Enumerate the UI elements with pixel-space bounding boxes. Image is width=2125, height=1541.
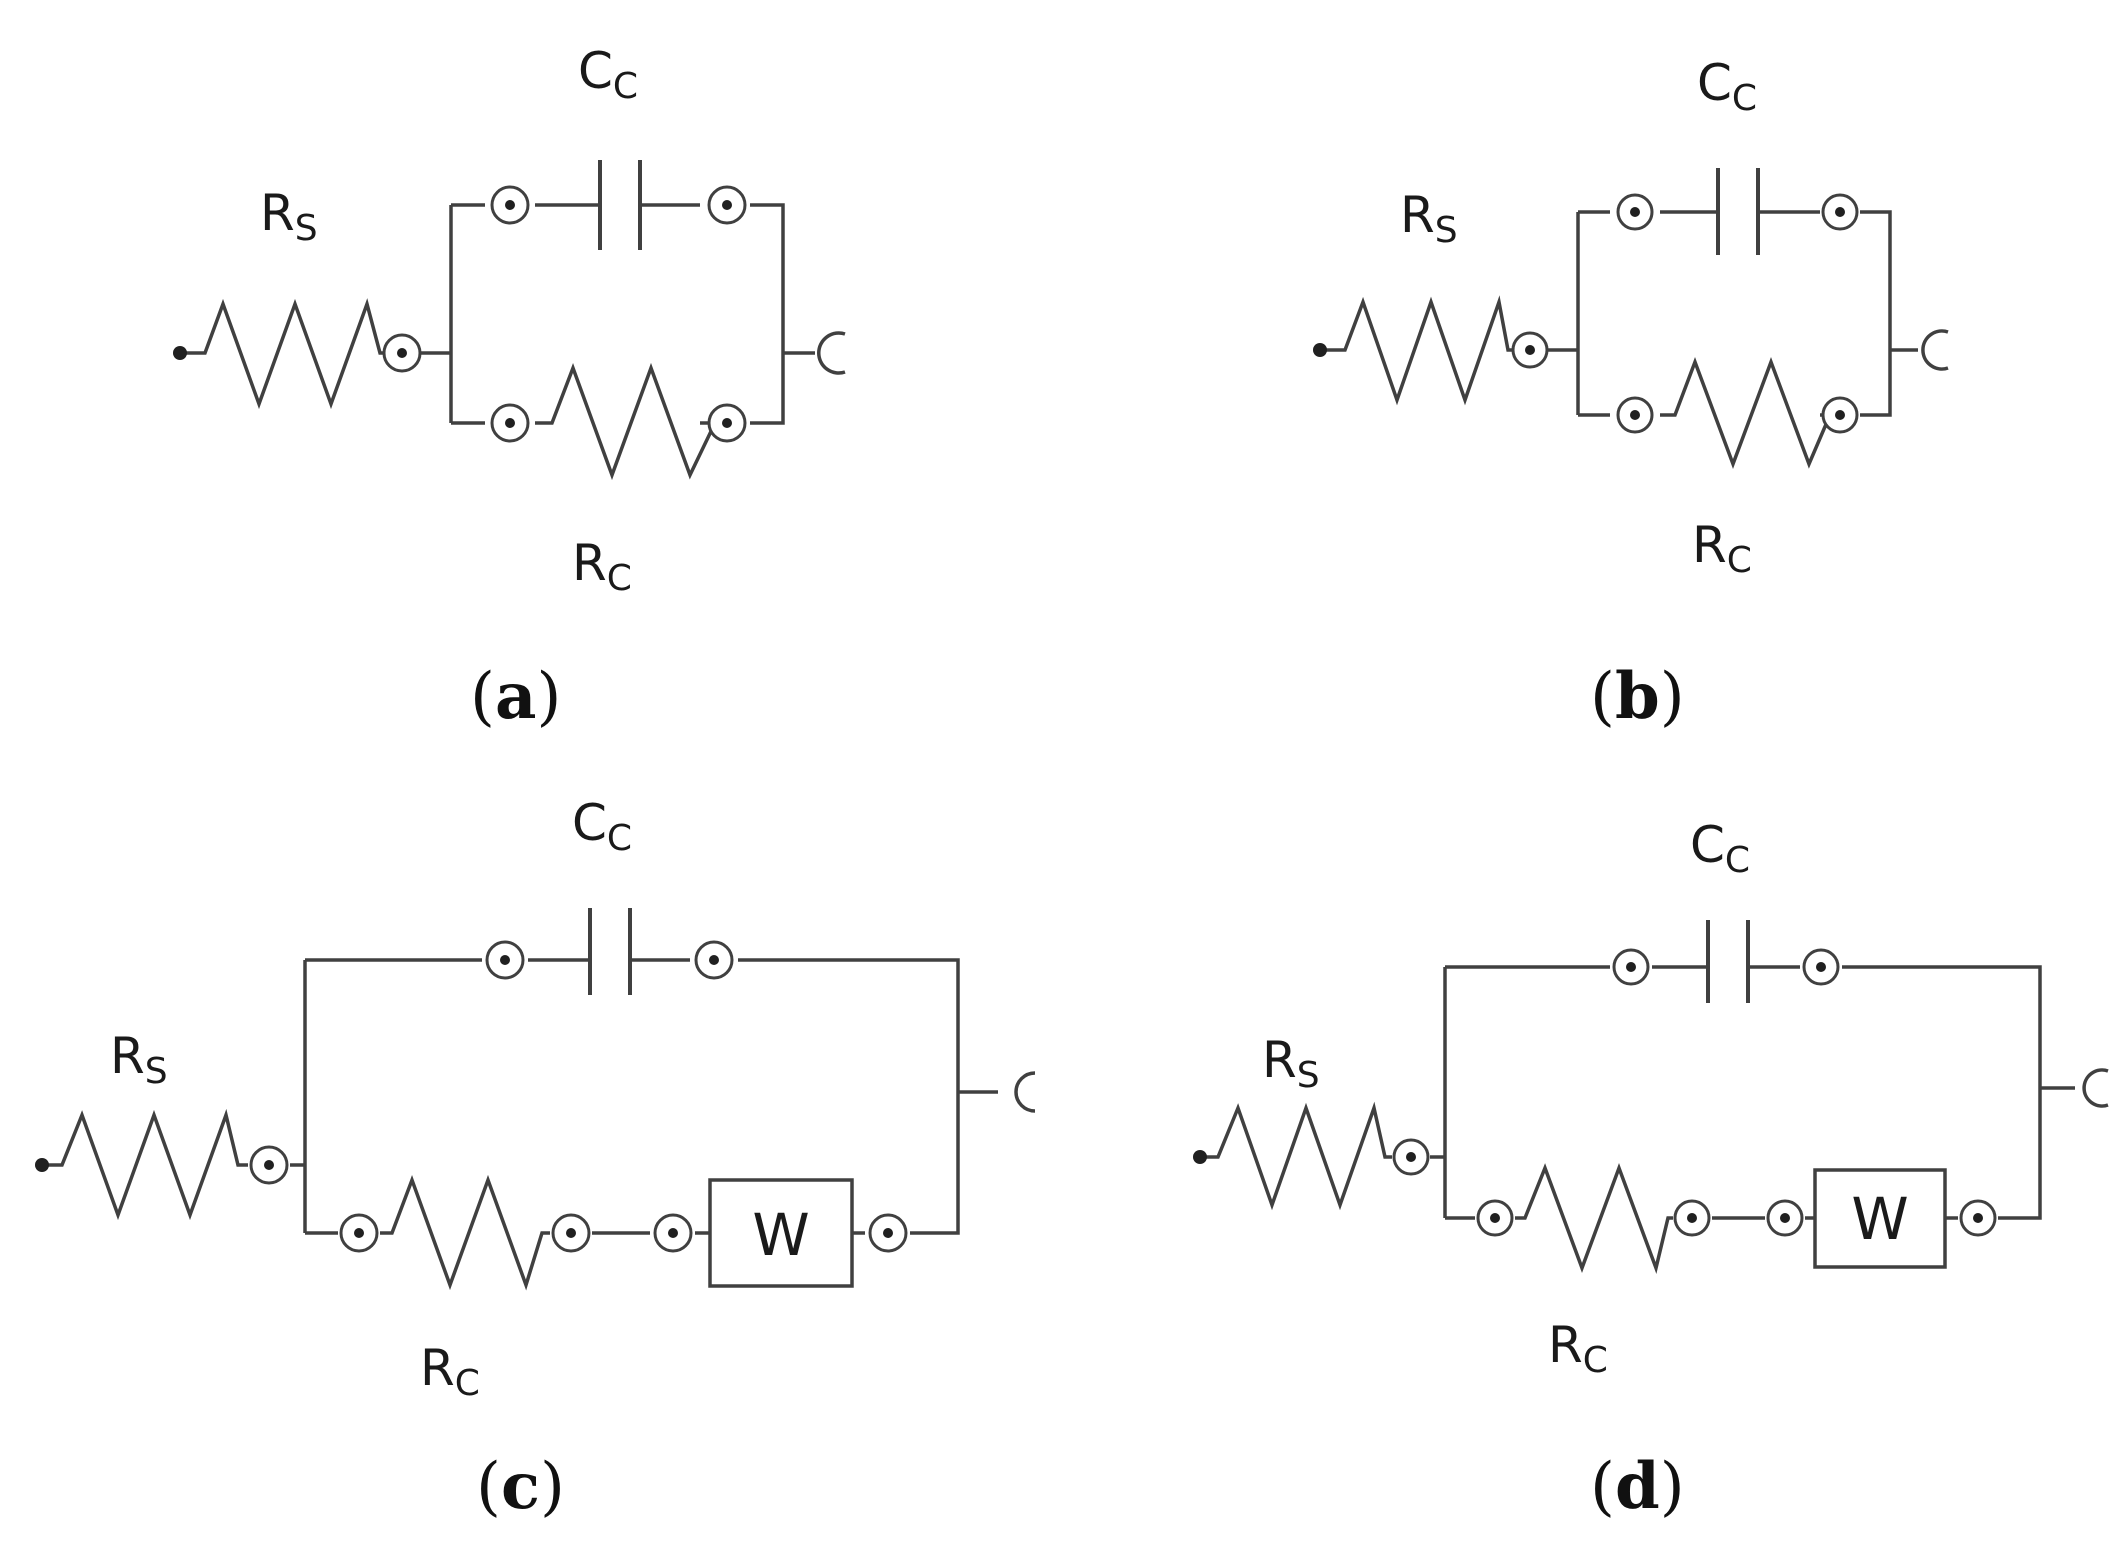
label-cc: CC: [1697, 54, 1757, 119]
node: [1392, 1138, 1430, 1176]
node: [1476, 1199, 1514, 1237]
label-rc-sub: C: [607, 558, 632, 599]
node: [694, 940, 734, 980]
label-w: W: [1851, 1185, 1908, 1253]
node: [490, 185, 530, 225]
label-rs-sub: S: [295, 208, 318, 249]
caption-c: (c): [476, 1449, 565, 1524]
label-rs: RS: [260, 184, 318, 249]
open-terminal: [817, 331, 846, 375]
node: [1821, 396, 1859, 434]
label-rs-sub: S: [1435, 210, 1458, 251]
node: [551, 1213, 591, 1253]
open-terminal: [2082, 1068, 2109, 1108]
label-rc: RC: [1548, 1316, 1608, 1381]
label-rc-main: R: [1692, 516, 1727, 574]
caption-d: (d): [1590, 1449, 1685, 1524]
warburg-element: [708, 1178, 854, 1288]
panel-c: W RS CC RC (c): [35, 794, 1036, 1524]
panel-a: RS CC RC (a): [173, 42, 846, 734]
label-rs: RS: [1262, 1031, 1320, 1096]
label-rc: RC: [1692, 516, 1752, 581]
label-cc: CC: [572, 794, 632, 859]
label-cc-sub: C: [1732, 78, 1757, 119]
label-rs: RS: [1400, 186, 1458, 251]
wire: [1200, 965, 2075, 1275]
label-rs-main: R: [260, 184, 295, 242]
label-cc-sub: C: [1725, 840, 1750, 881]
node: [249, 1145, 289, 1185]
label-cc-main: C: [578, 42, 613, 100]
panel-b: RS CC RC (b): [1313, 54, 1949, 734]
label-rc-sub: C: [1727, 540, 1752, 581]
warburg-element: [1813, 1168, 1947, 1269]
input-terminal: [173, 346, 187, 360]
caption-a: (a): [470, 659, 561, 734]
label-cc: CC: [1690, 816, 1750, 881]
label-rs-main: R: [1262, 1031, 1297, 1089]
label-rc-sub: C: [1583, 1340, 1608, 1381]
label-rc: RC: [572, 534, 632, 599]
panel-d: W RS CC RC (d): [1193, 816, 2109, 1524]
label-rs-main: R: [110, 1027, 145, 1085]
node: [653, 1213, 693, 1253]
node: [339, 1213, 379, 1253]
node: [1511, 331, 1549, 369]
label-cc-main: C: [1697, 54, 1732, 112]
node: [1673, 1199, 1711, 1237]
wire: [1320, 210, 1918, 470]
node: [1959, 1199, 1997, 1237]
node: [1766, 1199, 1804, 1237]
label-cc-sub: C: [613, 66, 638, 107]
node: [485, 940, 525, 980]
node: [707, 403, 747, 443]
label-rs-main: R: [1400, 186, 1435, 244]
label-rc-main: R: [1548, 1316, 1583, 1374]
open-terminal: [1921, 329, 1949, 371]
label-rs-sub: S: [145, 1051, 168, 1092]
label-rc-sub: C: [455, 1363, 480, 1404]
node: [382, 333, 422, 373]
node: [1616, 193, 1654, 231]
input-terminal: [1313, 343, 1327, 357]
open-terminal: [1014, 1071, 1036, 1113]
label-rc: RC: [420, 1339, 480, 1404]
label-cc-main: C: [1690, 816, 1725, 874]
wire: [42, 958, 998, 1291]
caption-b: (b): [1590, 659, 1685, 734]
node: [1802, 948, 1840, 986]
node: [868, 1213, 908, 1253]
input-terminal: [1193, 1150, 1207, 1164]
label-w: W: [752, 1201, 809, 1269]
label-rc-main: R: [420, 1339, 455, 1397]
label-cc-sub: C: [607, 818, 632, 859]
label-cc-main: C: [572, 794, 607, 852]
label-rc-main: R: [572, 534, 607, 592]
label-cc: CC: [578, 42, 638, 107]
node: [707, 185, 747, 225]
wire: [180, 203, 815, 481]
label-rs: RS: [110, 1027, 168, 1092]
label-rs-sub: S: [1297, 1055, 1320, 1096]
input-terminal: [35, 1158, 49, 1172]
node: [1612, 948, 1650, 986]
node: [1821, 193, 1859, 231]
node: [490, 403, 530, 443]
node: [1616, 396, 1654, 434]
